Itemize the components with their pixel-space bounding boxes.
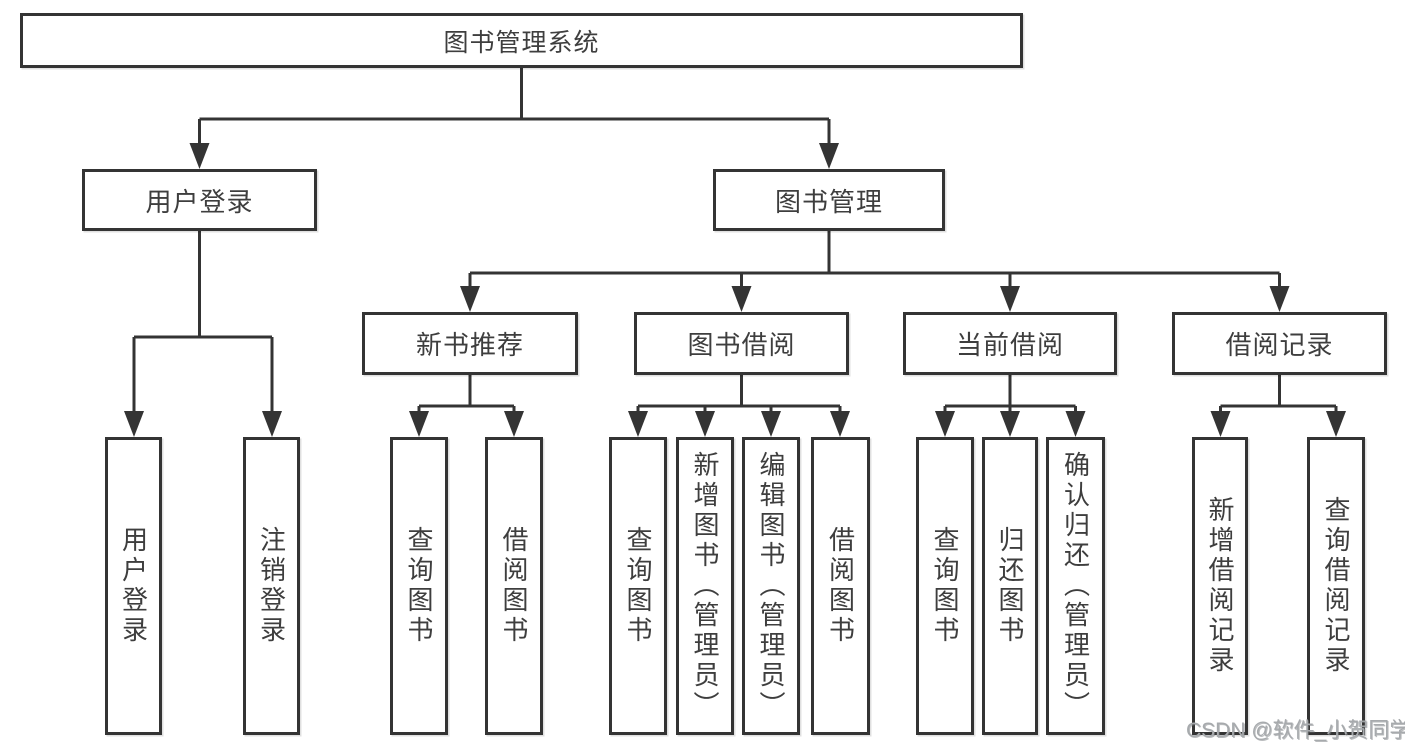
leaf-search-books-borrowing: 查询图书 xyxy=(609,437,667,735)
node-book-borrowing: 图书借阅 xyxy=(634,312,849,375)
leaf-return-books-label: 归还图书 xyxy=(995,526,1025,646)
node-current-borrowing: 当前借阅 xyxy=(903,312,1117,375)
leaf-search-books-current: 查询图书 xyxy=(916,437,974,735)
leaf-borrow-books-recommend-label: 借阅图书 xyxy=(499,526,529,646)
leaf-add-borrow-record-label: 新增借阅记录 xyxy=(1205,496,1235,676)
node-book-management: 图书管理 xyxy=(713,169,945,231)
leaf-edit-books-admin-label: 编辑图书（管理员） xyxy=(756,451,786,721)
csdn-watermark: CSDN @软件_小贺同学 xyxy=(1186,719,1405,742)
leaf-borrow-books-recommend: 借阅图书 xyxy=(485,437,543,735)
leaf-logout-label: 注销登录 xyxy=(256,526,287,646)
leaf-search-borrow-record: 查询借阅记录 xyxy=(1307,437,1365,735)
node-borrowing-records: 借阅记录 xyxy=(1172,312,1387,375)
leaf-borrow-books-borrowing: 借阅图书 xyxy=(811,437,870,735)
leaf-search-books-recommend-label: 查询图书 xyxy=(404,526,434,646)
node-library-system: 图书管理系统 xyxy=(20,13,1023,68)
leaf-confirm-return-admin-label: 确认归还（管理员） xyxy=(1060,451,1091,721)
leaf-add-books-admin-label: 新增图书（管理员） xyxy=(690,451,720,721)
leaf-return-books: 归还图书 xyxy=(982,437,1038,735)
leaf-confirm-return-admin: 确认归还（管理员） xyxy=(1046,437,1105,735)
leaf-search-books-current-label: 查询图书 xyxy=(930,526,960,646)
leaf-logout: 注销登录 xyxy=(243,437,300,735)
leaf-search-books-recommend: 查询图书 xyxy=(390,437,448,735)
leaf-edit-books-admin: 编辑图书（管理员） xyxy=(742,437,800,735)
leaf-borrow-books-borrowing-label: 借阅图书 xyxy=(825,526,856,646)
leaf-search-borrow-record-label: 查询借阅记录 xyxy=(1321,496,1351,676)
tree-lines xyxy=(132,68,1338,432)
leaf-add-books-admin: 新增图书（管理员） xyxy=(676,437,734,735)
leaf-user-login: 用户登录 xyxy=(105,437,162,735)
arrowheads xyxy=(124,143,1346,437)
leaf-add-borrow-record: 新增借阅记录 xyxy=(1192,437,1248,735)
leaf-user-login-label: 用户登录 xyxy=(118,526,149,646)
leaf-search-books-borrowing-label: 查询图书 xyxy=(623,526,653,646)
node-user-login: 用户登录 xyxy=(82,169,317,231)
node-new-book-recommendation: 新书推荐 xyxy=(362,312,578,375)
